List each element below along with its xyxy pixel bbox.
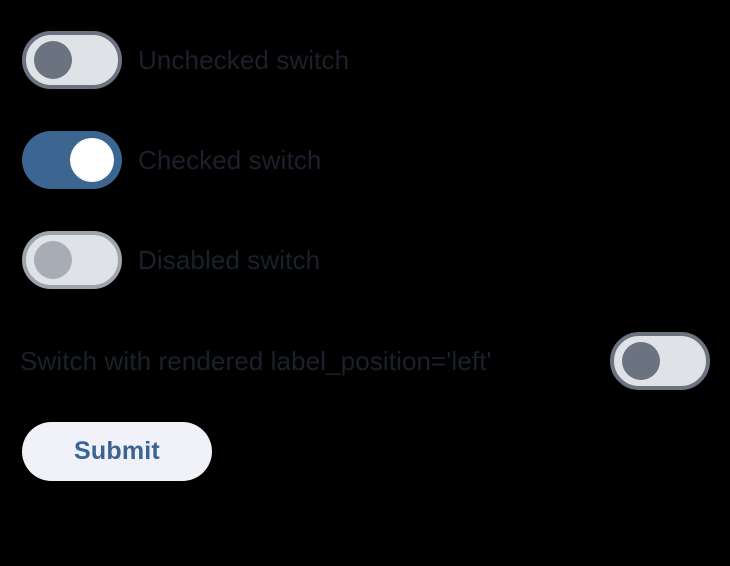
switch-row-disabled: Disabled switch — [22, 231, 320, 289]
switch-row-checked: Checked switch — [22, 131, 321, 189]
submit-button[interactable]: Submit — [22, 422, 212, 481]
switch-row-unchecked: Unchecked switch — [22, 31, 349, 89]
unchecked-switch-label: Unchecked switch — [138, 44, 350, 75]
disabled-switch-toggle — [22, 231, 122, 289]
label-left-switch-toggle[interactable] — [610, 332, 710, 390]
switch-row-label-left: Switch with rendered label_position='lef… — [20, 332, 710, 390]
switch-knob-icon — [70, 138, 114, 182]
label-left-switch-label: Switch with rendered label_position='lef… — [20, 345, 492, 376]
switch-knob-icon — [34, 41, 72, 79]
checked-switch-label: Checked switch — [138, 144, 322, 175]
checked-switch-toggle[interactable] — [22, 131, 122, 189]
switch-knob-icon — [34, 241, 72, 279]
disabled-switch-label: Disabled switch — [138, 244, 321, 275]
unchecked-switch-toggle[interactable] — [22, 31, 122, 89]
switch-knob-icon — [622, 342, 660, 380]
